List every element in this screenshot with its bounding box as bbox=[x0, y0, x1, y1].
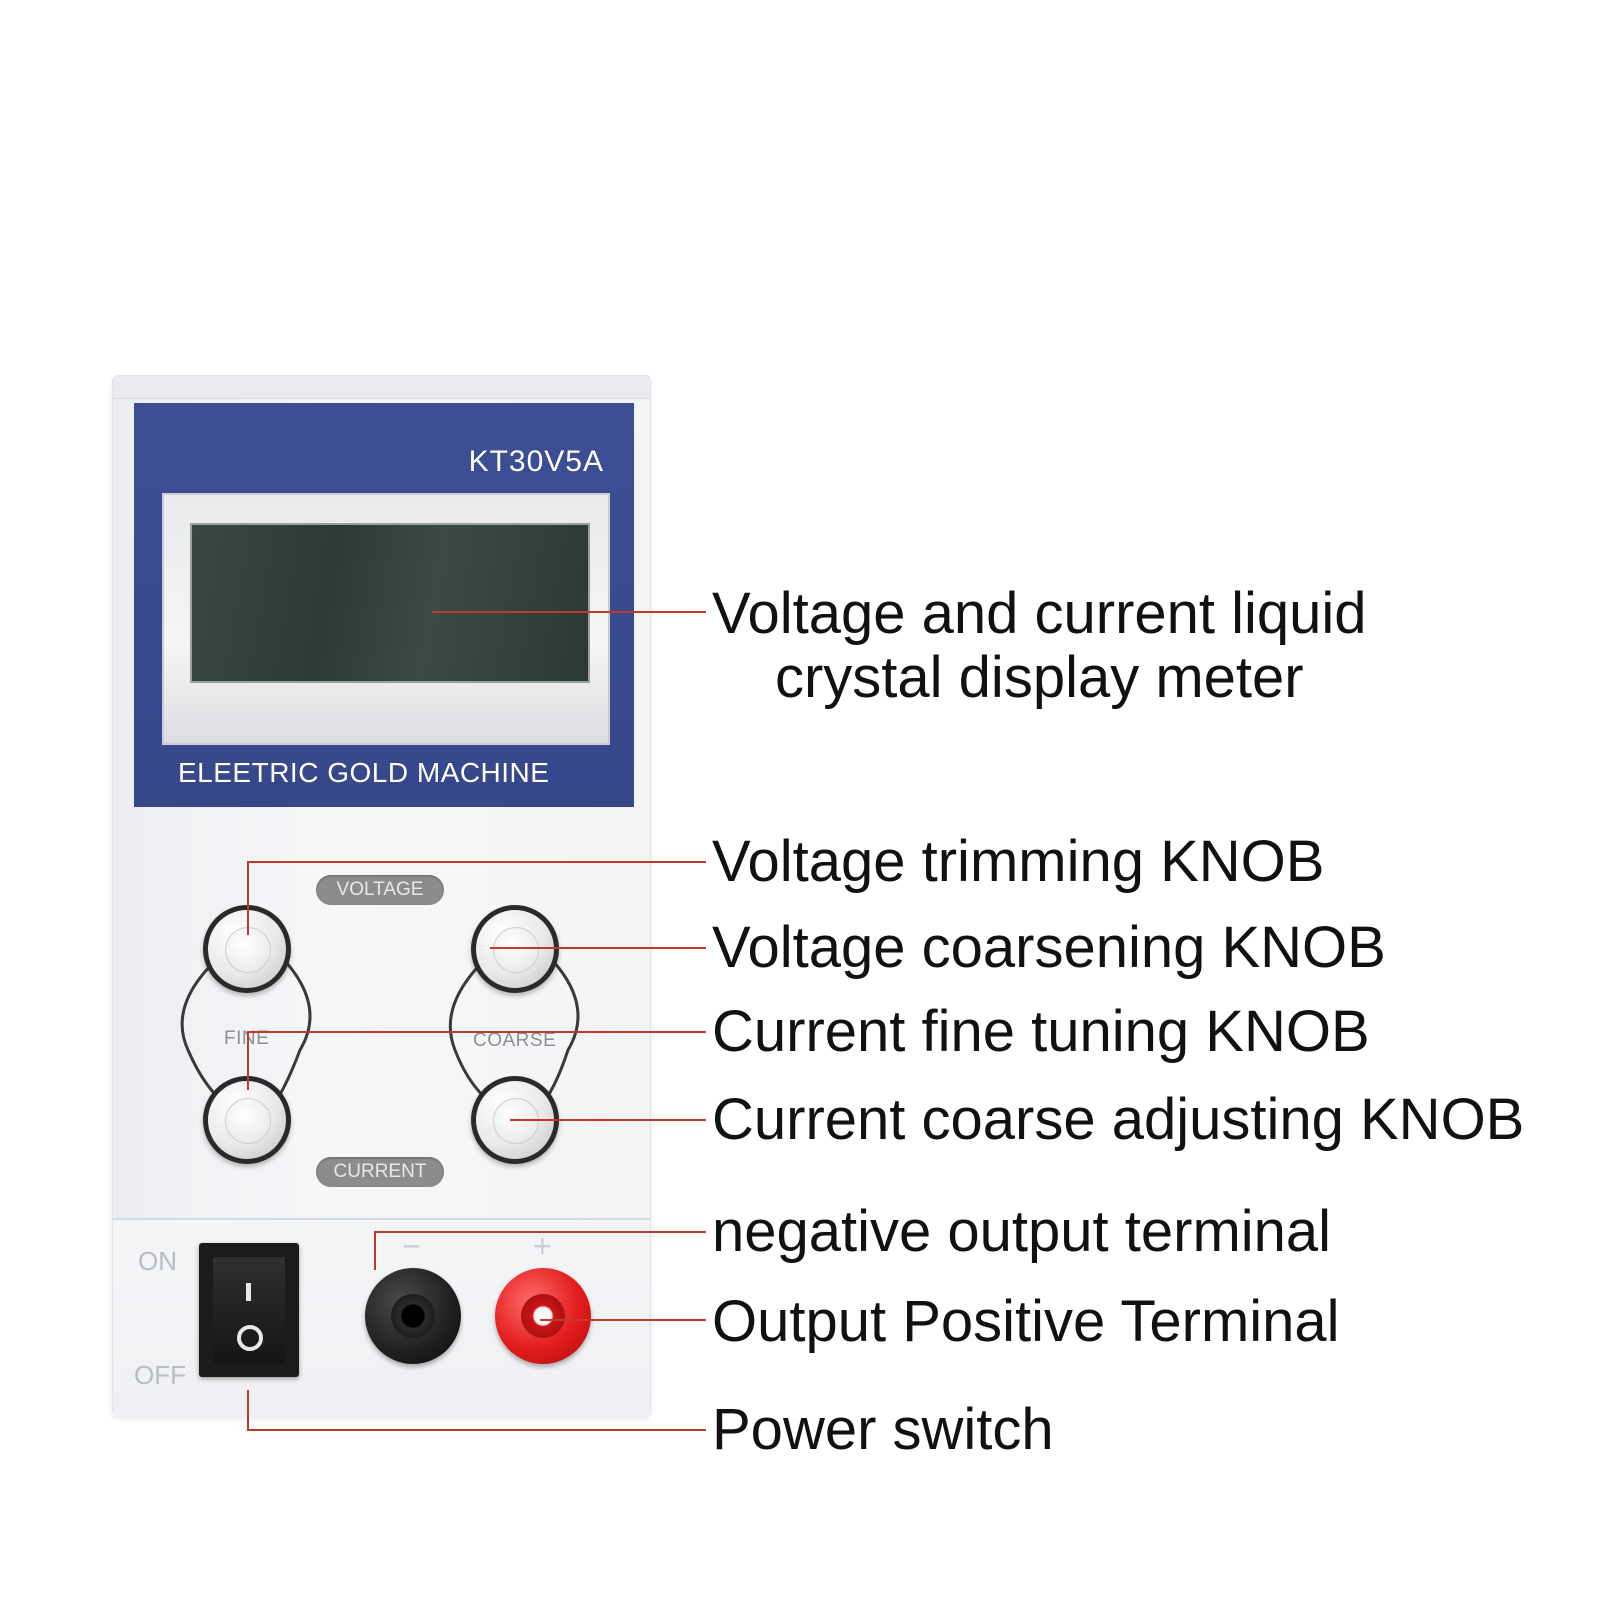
callout-lcd-meter: Voltage and current liquid crystal displ… bbox=[712, 582, 1367, 710]
model-number: KT30V5A bbox=[468, 445, 604, 478]
voltage-fine-knob[interactable] bbox=[203, 905, 291, 993]
power-switch[interactable] bbox=[199, 1243, 299, 1377]
off-symbol-icon bbox=[237, 1325, 263, 1351]
off-label: OFF bbox=[134, 1360, 186, 1390]
callout-lcd-line-2: crystal display meter bbox=[774, 645, 1304, 710]
top-band bbox=[113, 376, 650, 399]
display-panel: KT30V5A ELEETRIC GOLD MACHINE bbox=[134, 403, 634, 807]
callout-power-switch: Power switch bbox=[712, 1397, 1054, 1462]
rocker-button[interactable] bbox=[213, 1257, 285, 1363]
on-label: ON bbox=[138, 1246, 177, 1276]
voltage-coarse-knob[interactable] bbox=[471, 905, 559, 993]
lcd-bezel bbox=[162, 493, 610, 745]
lcd-display-meter bbox=[190, 523, 590, 683]
current-coarse-knob[interactable] bbox=[471, 1076, 559, 1164]
callout-lcd-line-1: Voltage and current liquid bbox=[712, 581, 1367, 646]
callout-voltage-trim: Voltage trimming KNOB bbox=[712, 829, 1325, 894]
negative-output-terminal[interactable] bbox=[365, 1268, 461, 1364]
current-fine-knob[interactable] bbox=[203, 1076, 291, 1164]
negative-terminal-socket bbox=[391, 1294, 435, 1338]
callout-current-fine: Current fine tuning KNOB bbox=[712, 999, 1370, 1064]
positive-sign: + bbox=[533, 1228, 552, 1264]
positive-output-terminal[interactable] bbox=[495, 1268, 591, 1364]
fine-label: FINE bbox=[224, 1028, 270, 1049]
callout-voltage-coarse: Voltage coarsening KNOB bbox=[712, 915, 1386, 980]
on-symbol-icon bbox=[246, 1283, 251, 1301]
brand-name: ELEETRIC GOLD MACHINE bbox=[178, 757, 550, 788]
voltage-label-badge: VOLTAGE bbox=[316, 875, 444, 905]
current-label-badge: CURRENT bbox=[316, 1157, 444, 1187]
negative-sign: − bbox=[402, 1228, 421, 1264]
callout-positive-terminal: Output Positive Terminal bbox=[712, 1289, 1340, 1354]
callout-negative-terminal: negative output terminal bbox=[712, 1199, 1332, 1264]
positive-terminal-socket bbox=[521, 1294, 565, 1338]
callout-current-coarse: Current coarse adjusting KNOB bbox=[712, 1087, 1525, 1152]
coarse-label: COARSE bbox=[473, 1030, 557, 1051]
